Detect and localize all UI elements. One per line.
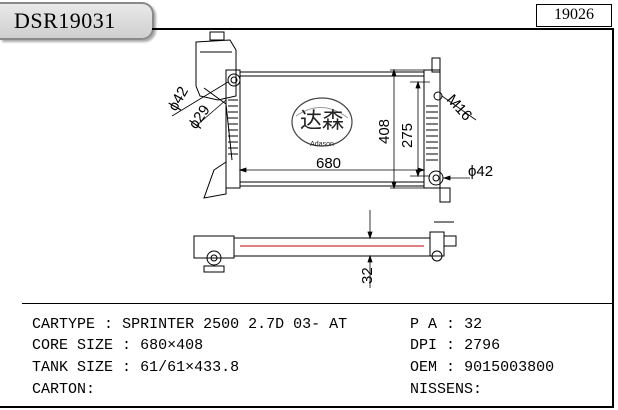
- core-thickness-value: 32: [359, 267, 376, 284]
- spec-tank-size: TANK SIZE : 61/61×433.8: [32, 359, 240, 376]
- spec-carton: CARTON:: [32, 381, 96, 398]
- bottom-mount-right: [439, 187, 451, 203]
- filler-diameter-value: ϕ29: [185, 102, 213, 132]
- part-number: DSR19031: [14, 8, 116, 33]
- spec-pa: P A : 32: [410, 316, 483, 333]
- tank-hose: [203, 87, 233, 161]
- tank-cap: [209, 31, 225, 41]
- thread-value: M16: [443, 91, 475, 124]
- filler-leader: [195, 99, 227, 127]
- spec-core-size: CORE SIZE : 680×408: [32, 337, 204, 354]
- reference-number: 19026: [554, 6, 594, 23]
- inlet-diameter-value: ϕ42: [165, 84, 192, 114]
- inlet-pipe: [227, 73, 241, 87]
- outlet-diameter-value: ϕ42: [468, 163, 493, 180]
- top-view: [193, 221, 457, 273]
- thread-leader: [441, 95, 477, 121]
- inlet-leader: [171, 81, 229, 117]
- spec-nissens: NISSENS:: [410, 381, 483, 398]
- reference-box: 19026: [536, 4, 612, 27]
- height-core-value: 275: [399, 123, 416, 148]
- logo-brand: Adason: [310, 141, 334, 148]
- part-number-tab: DSR19031: [0, 2, 154, 40]
- frame-divider-line: [22, 303, 612, 304]
- spec-cartype: CARTYPE : SPRINTER 2500 2.7D 03- AT: [32, 316, 348, 333]
- left-bracket: [203, 161, 227, 199]
- logo-chinese: 达森: [300, 109, 344, 134]
- frame-top-line: [152, 28, 614, 30]
- expansion-tank: [195, 39, 237, 101]
- top-mount-right: [431, 57, 441, 73]
- spec-dpi: DPI : 2796: [410, 337, 501, 354]
- adason-logo: 达森 Adason: [291, 97, 353, 148]
- left-tank: [225, 69, 241, 189]
- frame-right-line: [612, 28, 614, 408]
- frame-bottom-line: [0, 406, 614, 408]
- height-outer-value: 408: [376, 119, 393, 144]
- width-value: 680: [316, 155, 341, 172]
- outlet-pipe: [428, 170, 444, 186]
- top-view-tank-outlet: [206, 250, 222, 266]
- drain-plug: [433, 91, 443, 101]
- spec-oem: OEM : 9015003800: [410, 359, 555, 376]
- right-tank: [423, 69, 441, 189]
